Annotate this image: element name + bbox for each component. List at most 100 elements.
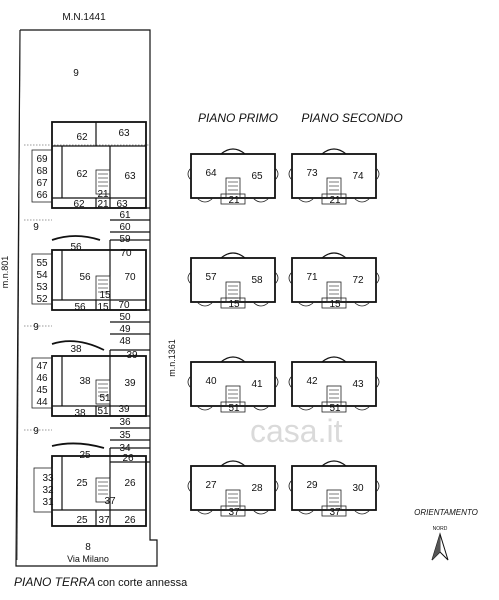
- unit-number-label: 41: [251, 379, 263, 390]
- unit-number-label: 71: [306, 272, 318, 283]
- plan-outline: [274, 375, 279, 389]
- unit-number-label: 70: [120, 248, 132, 259]
- plan-outline: [225, 385, 241, 407]
- unit-number-label: 25: [79, 450, 91, 461]
- unit-number-label: 32: [42, 485, 54, 496]
- plan-outline: [225, 489, 241, 511]
- unit-number-label: 51: [329, 403, 341, 414]
- plan-outline: [326, 489, 342, 511]
- unit-number-label: 70: [118, 300, 130, 311]
- plan-outline: [375, 375, 380, 389]
- plan-outline: [252, 301, 270, 307]
- street-name: Via Milano: [67, 554, 109, 564]
- plan-outline: [326, 281, 342, 303]
- plan-outline: [274, 479, 279, 493]
- ground-block-1: [24, 121, 150, 209]
- unit-number-label: 73: [306, 168, 318, 179]
- plan-outline: [225, 281, 241, 303]
- unit-number-label: 42: [306, 376, 318, 387]
- plan-outline: [187, 167, 192, 181]
- plan-outline: [326, 385, 342, 407]
- unit-number-label: 43: [352, 379, 364, 390]
- ground-block-4: [33, 442, 150, 527]
- unit-number-label: 66: [36, 190, 48, 201]
- unit-number-label: 46: [36, 373, 48, 384]
- watermark: casa.it: [250, 413, 343, 449]
- unit-number-label: 67: [36, 178, 48, 189]
- unit-number-label: 69: [36, 154, 48, 165]
- plan-outline: [297, 509, 315, 515]
- street-number: 8: [85, 542, 91, 553]
- unit-number-label: 61: [119, 210, 131, 221]
- unit-number-label: 30: [352, 483, 364, 494]
- unit-number-label: 34: [119, 443, 131, 454]
- plan-outline: [321, 252, 347, 259]
- plan-outline: [196, 301, 214, 307]
- unit-number-label: 63: [124, 171, 136, 182]
- unit-number-label: 15: [99, 290, 111, 301]
- plan-outline: [297, 405, 315, 411]
- plan-outline: [252, 509, 270, 515]
- ground-block-3: [31, 340, 150, 417]
- unit-number-label: 62: [76, 169, 88, 180]
- orientation-title: ORIENTAMENTO: [414, 508, 478, 517]
- plan-outline: [220, 148, 246, 155]
- unit-number-label: 15: [329, 299, 341, 310]
- plan-outline: [196, 509, 214, 515]
- unit-number-label: 29: [306, 480, 318, 491]
- plan-outline: [225, 177, 241, 199]
- upper-plan-unit: 42 43 51: [288, 356, 380, 414]
- plan-outline: [196, 197, 214, 203]
- unit-number-label: 35: [119, 430, 131, 441]
- unit-number-label: 26: [122, 453, 134, 464]
- unit-number-label: 37: [104, 496, 116, 507]
- plan-outline: [353, 405, 371, 411]
- plan-outline: [274, 167, 279, 181]
- plan-outline: [375, 479, 380, 493]
- left-boundary-label: m.n.801: [0, 256, 10, 289]
- yard-label-top: 9: [73, 68, 79, 79]
- plan-outline: [321, 148, 347, 155]
- plan-outline: [297, 197, 315, 203]
- unit-number-label: 51: [99, 393, 111, 404]
- unit-number-label: 38: [70, 344, 82, 355]
- plan-outline: [187, 479, 192, 493]
- unit-number-label: 37: [98, 515, 110, 526]
- plan-outline: [353, 509, 371, 515]
- plan-outline: [297, 301, 315, 307]
- unit-number-label: 49: [119, 324, 131, 335]
- yard-label: 9: [33, 222, 39, 233]
- corridor-separators: [24, 207, 150, 441]
- ground-block-2: [31, 235, 150, 311]
- unit-number-label: 74: [352, 171, 364, 182]
- unit-number-label: 25: [76, 515, 88, 526]
- north-arrow-icon: [431, 532, 449, 561]
- unit-number-label: 38: [74, 408, 86, 419]
- plan-outline: [326, 177, 342, 199]
- plan-outline: [196, 405, 214, 411]
- unit-number-label: 68: [36, 166, 48, 177]
- unit-number-label: 36: [119, 417, 131, 428]
- unit-number-label: 44: [36, 397, 48, 408]
- middle-boundary-label: m.n.1361: [167, 339, 177, 377]
- unit-number-label: 33: [42, 473, 54, 484]
- plan-outline: [288, 375, 293, 389]
- lot-outline: [15, 29, 158, 567]
- plan-outline: [220, 460, 246, 467]
- plan-outline: [288, 167, 293, 181]
- unit-number-label: 63: [118, 128, 130, 139]
- unit-number-label: 27: [205, 480, 217, 491]
- plan-outline: [187, 375, 192, 389]
- unit-number-label: 53: [36, 282, 48, 293]
- unit-number-label: 28: [251, 483, 263, 494]
- unit-number-label: 48: [119, 336, 131, 347]
- unit-number-label: 21: [228, 195, 240, 206]
- plan-outline: [252, 197, 270, 203]
